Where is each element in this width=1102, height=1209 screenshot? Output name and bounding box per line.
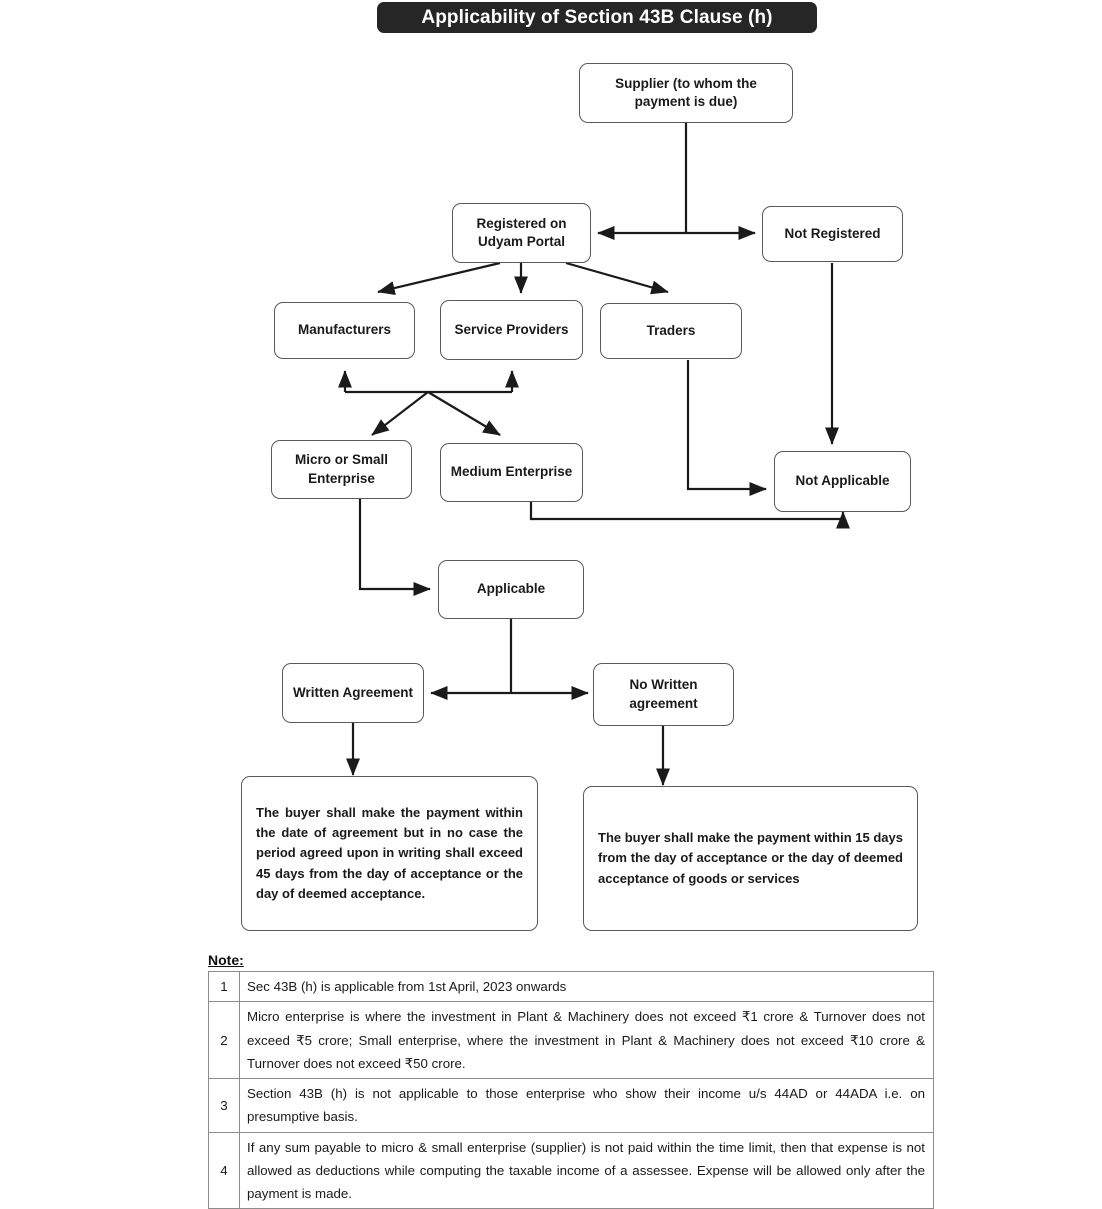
node-written-agreement-outcome[interactable]: The buyer shall make the payment within … [241,776,538,931]
node-no-written-agreement-outcome[interactable]: The buyer shall make the payment within … [583,786,918,931]
node-supplier[interactable]: Supplier (to whom the payment is due) [579,63,793,123]
note-text: Micro enterprise is where the investment… [239,1001,934,1080]
node-service-providers[interactable]: Service Providers [440,300,583,360]
node-no-written-agreement-outcome-text: The buyer shall make the payment within … [598,830,903,886]
table-row: 1 Sec 43B (h) is applicable from 1st Apr… [208,970,934,1003]
edge-registered-traders [565,261,669,295]
node-written-agreement-outcome-text: The buyer shall make the payment within … [256,805,523,901]
table-row: 2 Micro enterprise is where the investme… [208,1001,934,1080]
node-micro-small-enterprise-label: Micro or Small Enterprise [294,452,389,486]
note-text: Sec 43B (h) is applicable from 1st April… [239,970,934,1003]
flowchart-connectors [337,123,851,786]
table-row: 4 If any sum payable to micro & small en… [208,1131,934,1209]
flowchart: Supplier (to whom the payment is due) Re… [241,63,918,931]
node-supplier-label: Supplier (to whom the payment is due) [615,75,757,109]
note-number: 3 [208,1078,240,1133]
node-no-written-agreement[interactable]: No Written agreement [593,663,734,726]
edge-junction-microsmall [371,391,429,436]
notes-section: Note: 1 Sec 43B (h) is applicable from 1… [208,952,934,1209]
note-number: 1 [208,970,240,1003]
note-text: Section 43B (h) is not applicable to tho… [239,1078,934,1133]
node-written-agreement[interactable]: Written Agreement [282,663,424,723]
node-not-applicable-label: Not Applicable [795,473,890,489]
note-number: 2 [208,1001,240,1080]
page-title: Applicability of Section 43B Clause (h) [421,6,773,28]
edge-registered-manufacturers [377,261,501,295]
node-registered-udyam[interactable]: Registered on Udyam Portal [452,203,591,263]
edge-junction-medium [427,391,501,436]
notes-table: 1 Sec 43B (h) is applicable from 1st Apr… [208,970,934,1209]
node-applicable-label: Applicable [476,581,546,597]
node-registered-udyam-label: Registered on Udyam Portal [476,215,567,249]
node-manufacturers-label: Manufacturers [297,322,392,338]
node-medium-enterprise[interactable]: Medium Enterprise [440,443,583,502]
note-text: If any sum payable to micro & small ente… [239,1131,934,1209]
node-manufacturers[interactable]: Manufacturers [274,302,415,359]
node-not-registered[interactable]: Not Registered [762,206,903,262]
node-micro-small-enterprise[interactable]: Micro or Small Enterprise [271,440,412,499]
edge-microsmall-applicable [358,499,431,597]
notes-label: Note: [208,952,244,968]
table-row: 3 Section 43B (h) is not applicable to t… [208,1078,934,1133]
node-applicable[interactable]: Applicable [438,560,584,619]
node-medium-enterprise-label: Medium Enterprise [450,464,573,480]
node-no-written-agreement-label: No Written agreement [629,677,698,711]
note-number: 4 [208,1131,240,1209]
node-not-applicable[interactable]: Not Applicable [774,451,911,512]
node-service-providers-label: Service Providers [454,321,569,337]
node-traders-label: Traders [646,322,696,338]
edge-medium-notapplicable [529,502,851,529]
node-not-registered-label: Not Registered [784,225,881,241]
node-written-agreement-label: Written Agreement [292,684,414,700]
edge-traders-notapplicable [686,360,767,497]
node-traders[interactable]: Traders [600,303,742,359]
page-title-banner: Applicability of Section 43B Clause (h) [377,2,817,33]
